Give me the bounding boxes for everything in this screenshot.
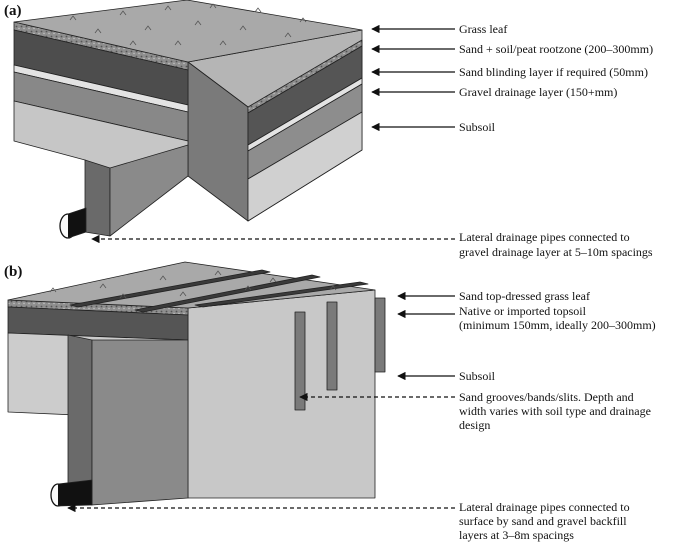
label-b-grass-leaf: Sand top-dressed grass leaf	[459, 289, 590, 303]
trench-a-side	[109, 144, 189, 237]
slit-b-3	[374, 297, 386, 373]
label-a-pipes-line2: gravel drainage layer at 5–10m spacings	[459, 245, 653, 259]
label-b-pipes-line3: layers at 3–8m spacings	[459, 528, 574, 542]
label-a-grass-leaf: Grass leaf	[459, 22, 508, 36]
trench-a-face	[84, 159, 111, 237]
panel-b-arrows	[67, 291, 455, 513]
panel-a-block	[13, 0, 363, 239]
trench-b-face	[67, 334, 93, 506]
panel-b-block	[7, 261, 386, 507]
label-a-pipes-line1: Lateral drainage pipes connected to	[459, 230, 630, 244]
label-a-rootzone: Sand + soil/peat rootzone (200–300mm)	[459, 42, 654, 56]
label-b-pipes-line2: surface by sand and gravel backfill	[459, 514, 627, 528]
grass-a-tufts	[69, 3, 307, 46]
pipe-a-body	[67, 207, 87, 239]
slit-b-top-3	[194, 281, 369, 308]
grass-b-tufts	[49, 270, 337, 299]
slit-b-top-2	[134, 274, 321, 313]
label-b-slits-line3: design	[459, 418, 491, 432]
label-b-slits-line1: Sand grooves/bands/slits. Depth and	[459, 390, 634, 404]
label-b-pipes-line1: Lateral drainage pipes connected to	[459, 500, 630, 514]
panel-a-tag: (a)	[4, 3, 22, 19]
slit-b-1	[294, 311, 306, 411]
label-b-topsoil-line2: (minimum 150mm, ideally 200–300mm)	[459, 318, 656, 332]
slit-b-2	[326, 301, 338, 391]
grass-a-top	[13, 0, 363, 63]
layer-a-right-subsoil	[247, 111, 363, 222]
label-b-subsoil: Subsoil	[459, 369, 496, 383]
label-a-gravel: Gravel drainage layer (150+mm)	[459, 85, 618, 99]
label-b-topsoil-line1: Native or imported topsoil	[459, 304, 586, 318]
label-a-subsoil: Subsoil	[459, 120, 496, 134]
label-a-blinding: Sand blinding layer if required (50mm)	[459, 65, 648, 79]
trench-b-side	[91, 339, 189, 506]
panel-a-arrows	[91, 24, 455, 244]
block-b-right-face	[187, 289, 376, 499]
pipe-b-body	[57, 479, 93, 507]
label-b-slits-line2: width varies with soil type and drainage	[459, 404, 651, 418]
panel-b-tag: (b)	[4, 264, 23, 280]
